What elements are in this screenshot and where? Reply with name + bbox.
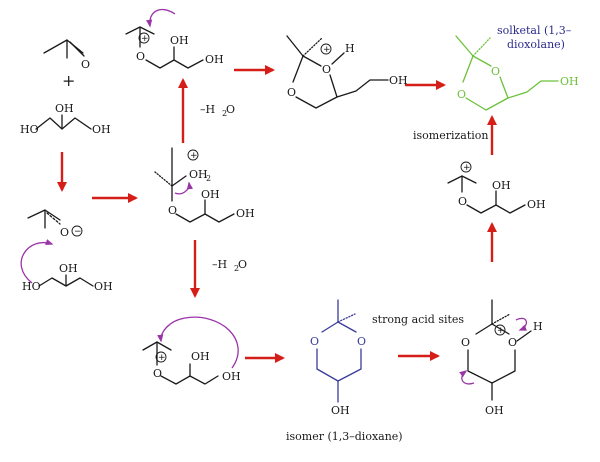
atom-oh: OH [170, 34, 189, 47]
atom-o: O [458, 195, 467, 208]
oxocarbenium-top: O OH OH + [125, 26, 224, 69]
svg-text:−: − [74, 227, 82, 237]
curly-arrow-ring-closure [146, 9, 176, 28]
atom-o: O [81, 58, 90, 71]
atom-oh: OH [527, 198, 546, 211]
negative-charge: − [71, 225, 83, 237]
plus-sign: + [62, 71, 75, 90]
reaction-arrows [56, 64, 498, 364]
protonated-dioxane: O O OH H + [461, 299, 543, 417]
solketal-label: solketal (1,3– [497, 24, 572, 37]
atom-o: O [168, 204, 177, 217]
atom-oh: OH [59, 262, 78, 275]
atom-oh: OH [236, 207, 255, 220]
positive-charge: + [320, 43, 332, 55]
atom-o: O [461, 336, 470, 349]
curly-arrow-water-leaving [174, 181, 193, 195]
atom-h: H [533, 320, 543, 333]
strong-acid-label: strong acid sites [372, 313, 464, 326]
atom-oh: OH [560, 75, 579, 88]
positive-charge: + [187, 149, 199, 161]
atom-oh: OH [222, 370, 241, 383]
curly-arrow-nucleophilic-attack [20, 239, 54, 284]
solketal-label-line2: dioxolane) [507, 38, 565, 51]
atom-o: O [136, 50, 145, 63]
atom-oh: OH [331, 404, 350, 417]
acetone: O [43, 39, 90, 71]
atom-o: O [457, 88, 466, 101]
atom-o: O [357, 335, 366, 348]
positive-charge: + [494, 324, 506, 336]
positive-charge: + [155, 351, 167, 363]
atom-oh: OH [55, 102, 74, 115]
svg-text:O: O [226, 103, 235, 116]
glycerol-nucleophile: OH HO OH [22, 262, 113, 293]
water-loss-lower: –H 2 O [212, 258, 247, 273]
oxocarbenium-right: O OH OH + [447, 161, 546, 214]
positive-charge: + [138, 32, 150, 44]
atom-o: O [322, 63, 331, 76]
svg-text:–H: –H [200, 103, 215, 116]
isomer-label: isomer (1,3–dioxane) [286, 430, 403, 443]
atom-oh: OH [94, 280, 113, 293]
atom-oh: OH [92, 123, 111, 136]
atom-o: O [310, 335, 319, 348]
svg-text:+: + [323, 45, 331, 55]
atom-oh: OH [485, 404, 504, 417]
atom-oh: OH [191, 350, 210, 363]
atom-o: O [60, 226, 69, 239]
atom-o: O [287, 86, 296, 99]
curly-arrow-ring-opening [459, 370, 475, 385]
atom-o: O [153, 367, 162, 380]
atom-oh: OH [389, 74, 408, 87]
svg-text:+: + [141, 34, 149, 44]
svg-text:2: 2 [222, 109, 227, 118]
protonated-dioxolane: O O OH H + [286, 35, 408, 109]
atom-h: H [345, 42, 355, 55]
atom-oh: OH [201, 188, 220, 201]
glycerol: OH HO OH [20, 102, 111, 136]
atom-o: O [491, 65, 500, 78]
atom-oh: OH [205, 53, 224, 66]
svg-text:–H: –H [212, 258, 227, 271]
atom-oh: OH [492, 179, 511, 192]
curly-arrow-six-ring-closure [157, 316, 239, 369]
positive-charge: + [460, 161, 472, 173]
svg-text:2: 2 [206, 174, 211, 183]
dioxane-isomer: O O OH [310, 299, 366, 417]
isomerization-label: isomerization [413, 129, 489, 142]
atom-oh2: OH [189, 168, 208, 181]
water-loss-upper: –H 2 O [200, 103, 235, 118]
svg-text:2: 2 [234, 264, 239, 273]
svg-text:O: O [238, 258, 247, 271]
curly-arrow-oh-bond [515, 317, 527, 331]
activated-carbonyl: O − [27, 209, 83, 239]
atom-ho: HO [20, 123, 39, 136]
svg-text:+: + [463, 163, 471, 173]
svg-text:+: + [158, 353, 166, 363]
oxocarbenium-bottom: O OH OH + [142, 341, 241, 385]
svg-text:+: + [497, 326, 505, 336]
protonated-hemiketal: OH 2 + O OH OH [154, 147, 255, 223]
atom-ho: HO [22, 280, 41, 293]
atom-o: O [508, 336, 517, 349]
solketal: O O OH [455, 35, 579, 111]
svg-text:+: + [190, 151, 198, 161]
